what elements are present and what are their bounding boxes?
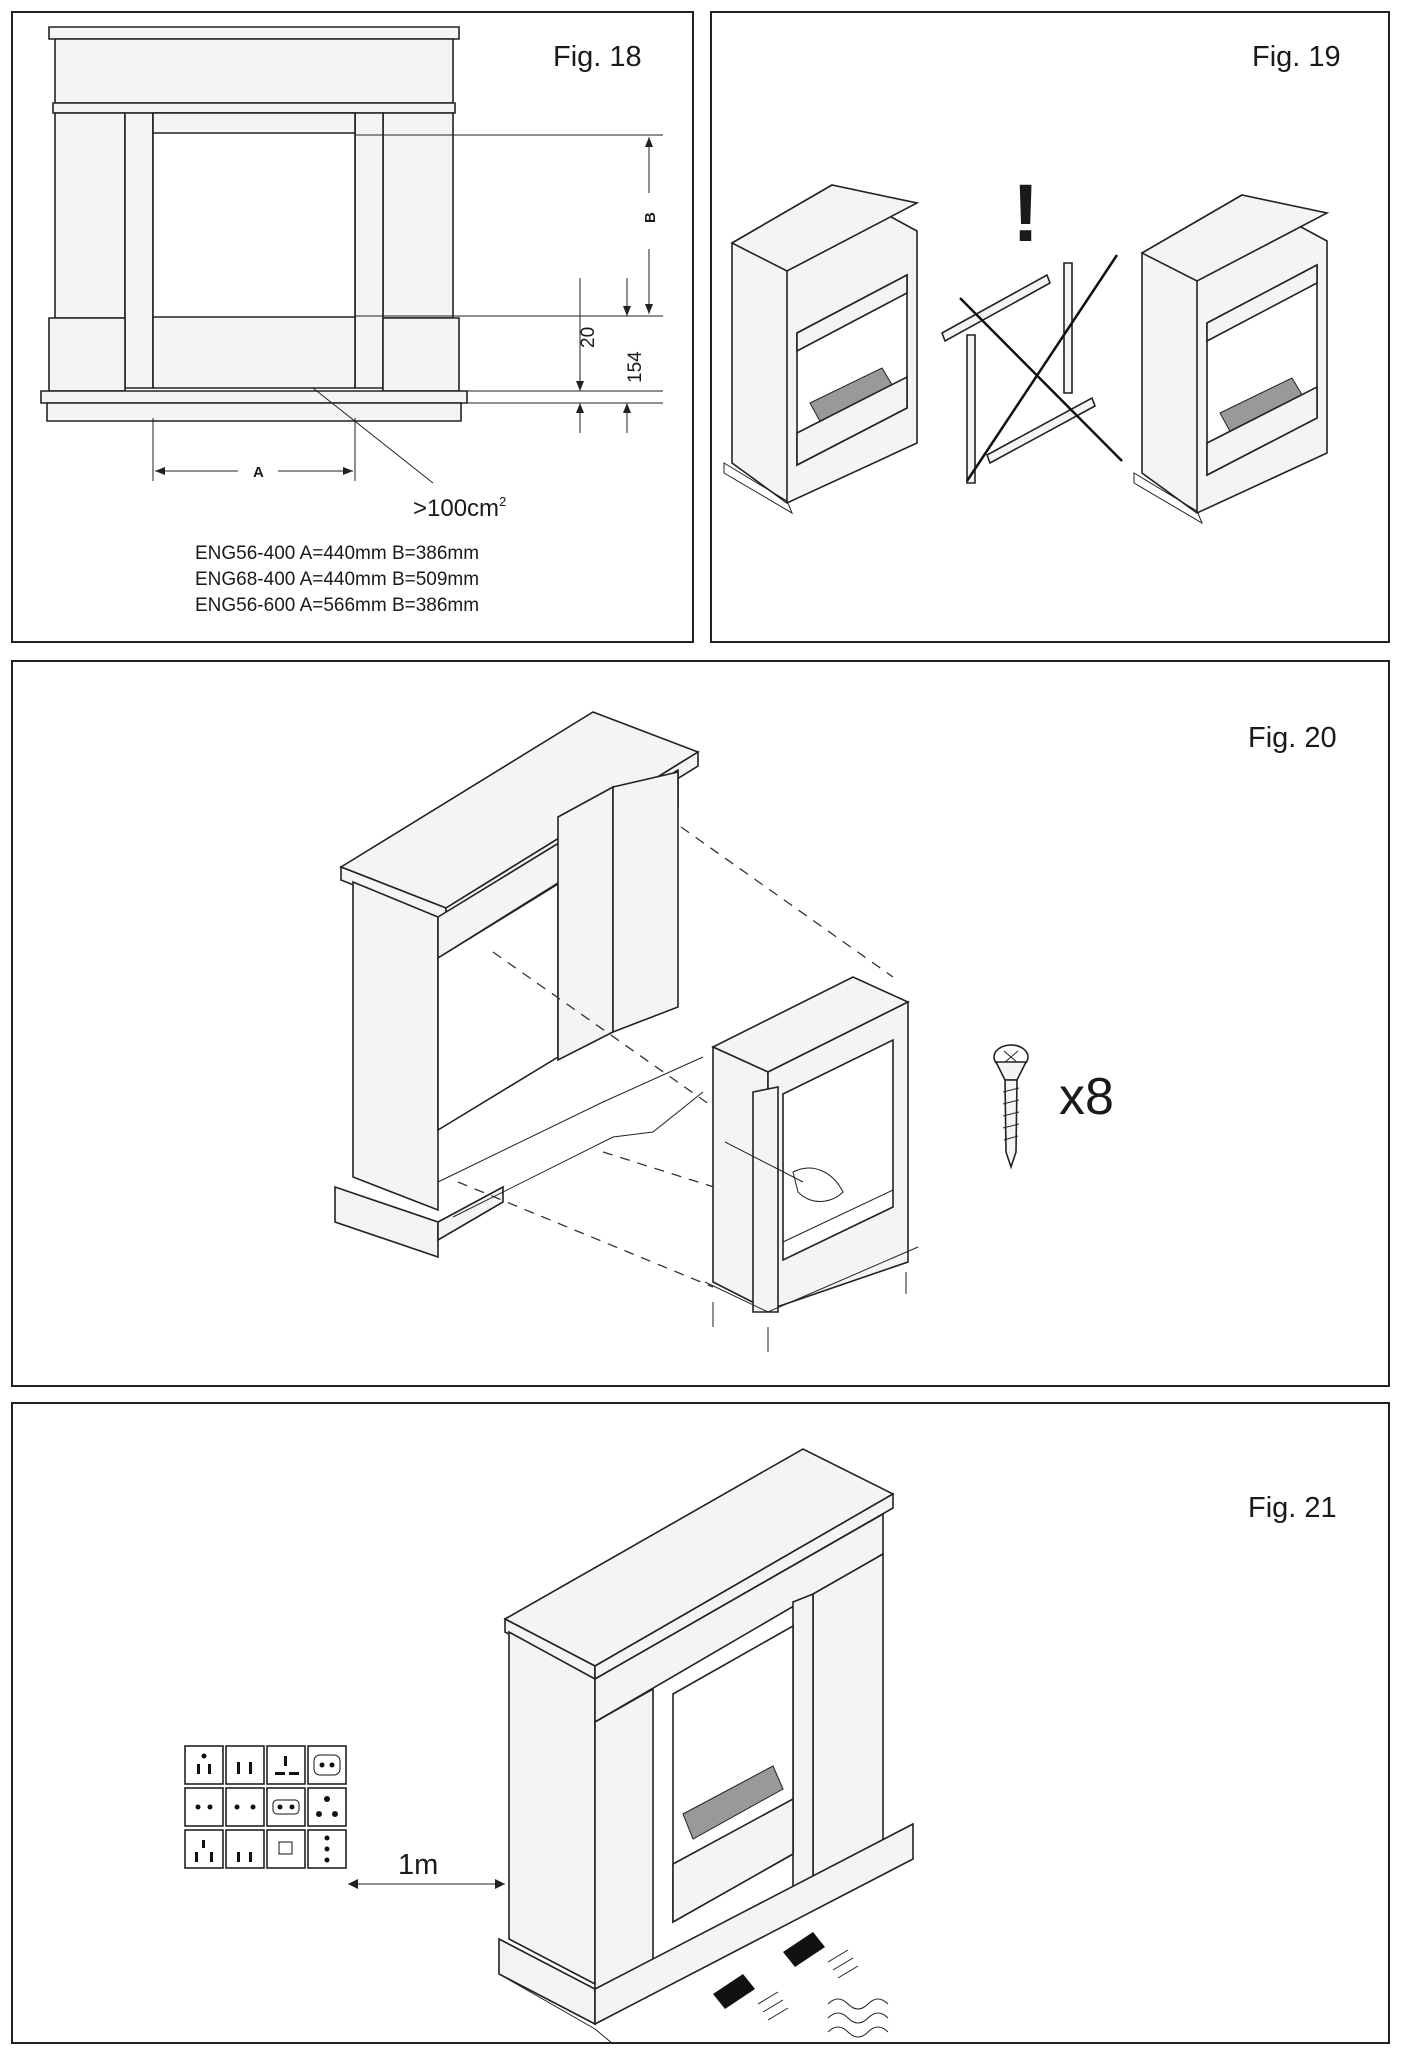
spec-line: ENG56-600 A=566mm B=386mm xyxy=(195,595,480,616)
fireplace-assembled xyxy=(498,1448,914,2045)
fireplace-insert-right xyxy=(1133,194,1330,525)
dim-a-label: A xyxy=(253,464,264,481)
screw-icon xyxy=(993,1044,1029,1170)
fig18-panel: Fig. 18 B 20 xyxy=(11,11,694,643)
fig19-label: Fig. 19 xyxy=(1252,41,1341,73)
fig20-panel: Fig. 20 xyxy=(11,660,1390,1387)
spec-line: ENG68-400 A=440mm B=509mm xyxy=(195,569,480,590)
fig21-label: Fig. 21 xyxy=(1248,1492,1337,1524)
screw-count: x8 xyxy=(1059,1068,1114,1126)
dim-20-label: 20 xyxy=(578,327,599,348)
dim-154-label: 154 xyxy=(625,351,646,383)
fig18-drawing: B 20 154 A >100cm2 xyxy=(40,26,663,522)
fig20-label: Fig. 20 xyxy=(1248,722,1337,754)
warning-icon: ! xyxy=(1012,168,1039,259)
mounting-brackets-crossed xyxy=(941,254,1123,484)
fig18-label: Fig. 18 xyxy=(553,41,642,73)
fireplace-insert xyxy=(704,976,919,1352)
fig21-drawing: 1m xyxy=(184,1448,914,2045)
fig19-panel: Fig. 19 ! xyxy=(710,11,1390,643)
distance-label: 1m xyxy=(398,1849,438,1881)
spec-line: ENG56-400 A=440mm B=386mm xyxy=(195,543,480,564)
fig18-spec-list: ENG56-400 A=440mm B=386mm ENG68-400 A=44… xyxy=(195,541,479,619)
fig20-drawing: x8 xyxy=(334,711,1114,1352)
fireplace-insert-left xyxy=(723,184,920,515)
socket-types-grid xyxy=(184,1745,347,1869)
mantel-surround xyxy=(334,711,704,1259)
dim-b-label: B xyxy=(642,212,659,223)
fig21-panel: Fig. 21 1m xyxy=(11,1402,1390,2045)
fig19-drawing: ! xyxy=(723,168,1330,525)
vent-area-label: >100cm2 xyxy=(413,494,506,522)
